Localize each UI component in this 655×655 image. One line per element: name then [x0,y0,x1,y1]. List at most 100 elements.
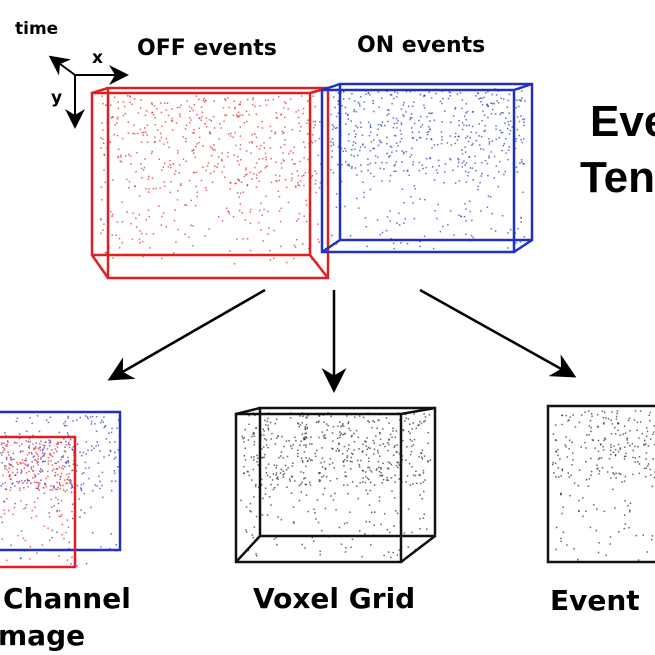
event-dot [479,181,481,184]
event-dot [63,425,66,427]
event-dot [343,91,345,93]
event-dot [227,210,229,213]
event-dot [433,179,436,181]
event-dot [252,173,255,175]
event-dot [499,113,502,116]
event-dot [301,543,303,546]
event-dot [128,180,131,183]
event-dot [379,233,382,236]
event-dot [396,554,399,556]
event-dot [128,95,131,97]
event-dot [102,102,104,105]
event-dot [411,466,413,468]
event-dot [30,517,33,519]
event-dot [192,149,195,151]
event-dot [103,416,105,418]
event-dot [385,161,388,164]
event-dot [369,124,372,126]
event-dot [602,423,605,425]
event-dot [136,151,138,154]
event-dot [373,421,376,423]
event-dot [258,148,261,150]
event-dot [67,434,70,436]
event-dot [145,187,147,190]
event-dot [267,417,269,420]
event-dot [387,120,389,123]
event-dot [109,441,111,444]
event-dot [651,535,654,537]
event-dot [653,425,655,427]
event-dot [256,454,258,457]
event-dot [139,242,141,244]
event-dot [100,147,102,149]
event-dot [5,488,8,491]
event-dot [561,469,564,472]
event-dot [370,131,372,133]
event-dot [16,442,18,444]
event-dot [253,432,256,435]
event-dot [32,434,34,437]
event-dot [602,449,605,451]
event-dot [97,444,100,446]
event-dot [617,429,619,432]
event-dot [292,462,294,464]
event-dot [39,443,41,445]
event-dot [590,457,592,460]
event-dot [639,421,642,423]
event-dot [22,537,25,540]
event-dot [277,478,279,480]
event-dot [182,136,184,138]
event-dot [0,452,2,454]
event-dot [238,209,241,212]
event-dot [279,472,282,474]
event-dot [27,479,29,482]
event-dot [427,460,429,462]
arrow-to-two-channel [107,288,266,381]
event-dot [413,413,416,415]
event-dot [139,128,141,131]
event-dot [87,417,89,420]
event-dot [32,477,34,479]
event-dot [495,128,497,130]
event-dot [406,242,409,245]
event-dot [432,247,435,250]
event-dot [33,473,36,476]
event-dot [331,432,334,434]
event-dot [396,512,399,515]
event-dot [70,483,73,485]
event-dot [337,112,339,115]
event-dot [44,441,47,443]
event-dot [43,447,45,449]
event-dot [49,539,51,541]
event-dot [208,118,211,121]
event-dot [345,123,347,125]
event-dot [5,456,8,459]
event-dot [324,468,327,471]
event-dot [253,443,256,446]
event-dot [7,471,10,473]
event-dot [303,438,305,441]
event-dot [299,444,301,446]
event-dot [362,443,364,446]
event-dot [90,445,93,447]
event-dot [249,502,252,505]
event-dot [282,152,284,154]
event-dot [145,110,148,112]
event-dot [290,492,293,494]
event-dot [71,510,73,513]
event-dot [160,111,163,114]
event-dot [393,122,396,125]
event-dot [365,93,367,96]
event-dot [481,172,483,175]
event-dot [560,540,562,542]
event-dot [423,513,426,515]
event-dot [259,209,261,212]
event-dot [500,112,503,114]
event-dot [519,241,522,243]
event-dot [310,140,313,143]
event-dot [295,439,297,442]
event-dot [61,456,64,459]
event-dot [369,162,371,165]
event-dot [339,434,342,437]
event-dot [377,91,380,93]
